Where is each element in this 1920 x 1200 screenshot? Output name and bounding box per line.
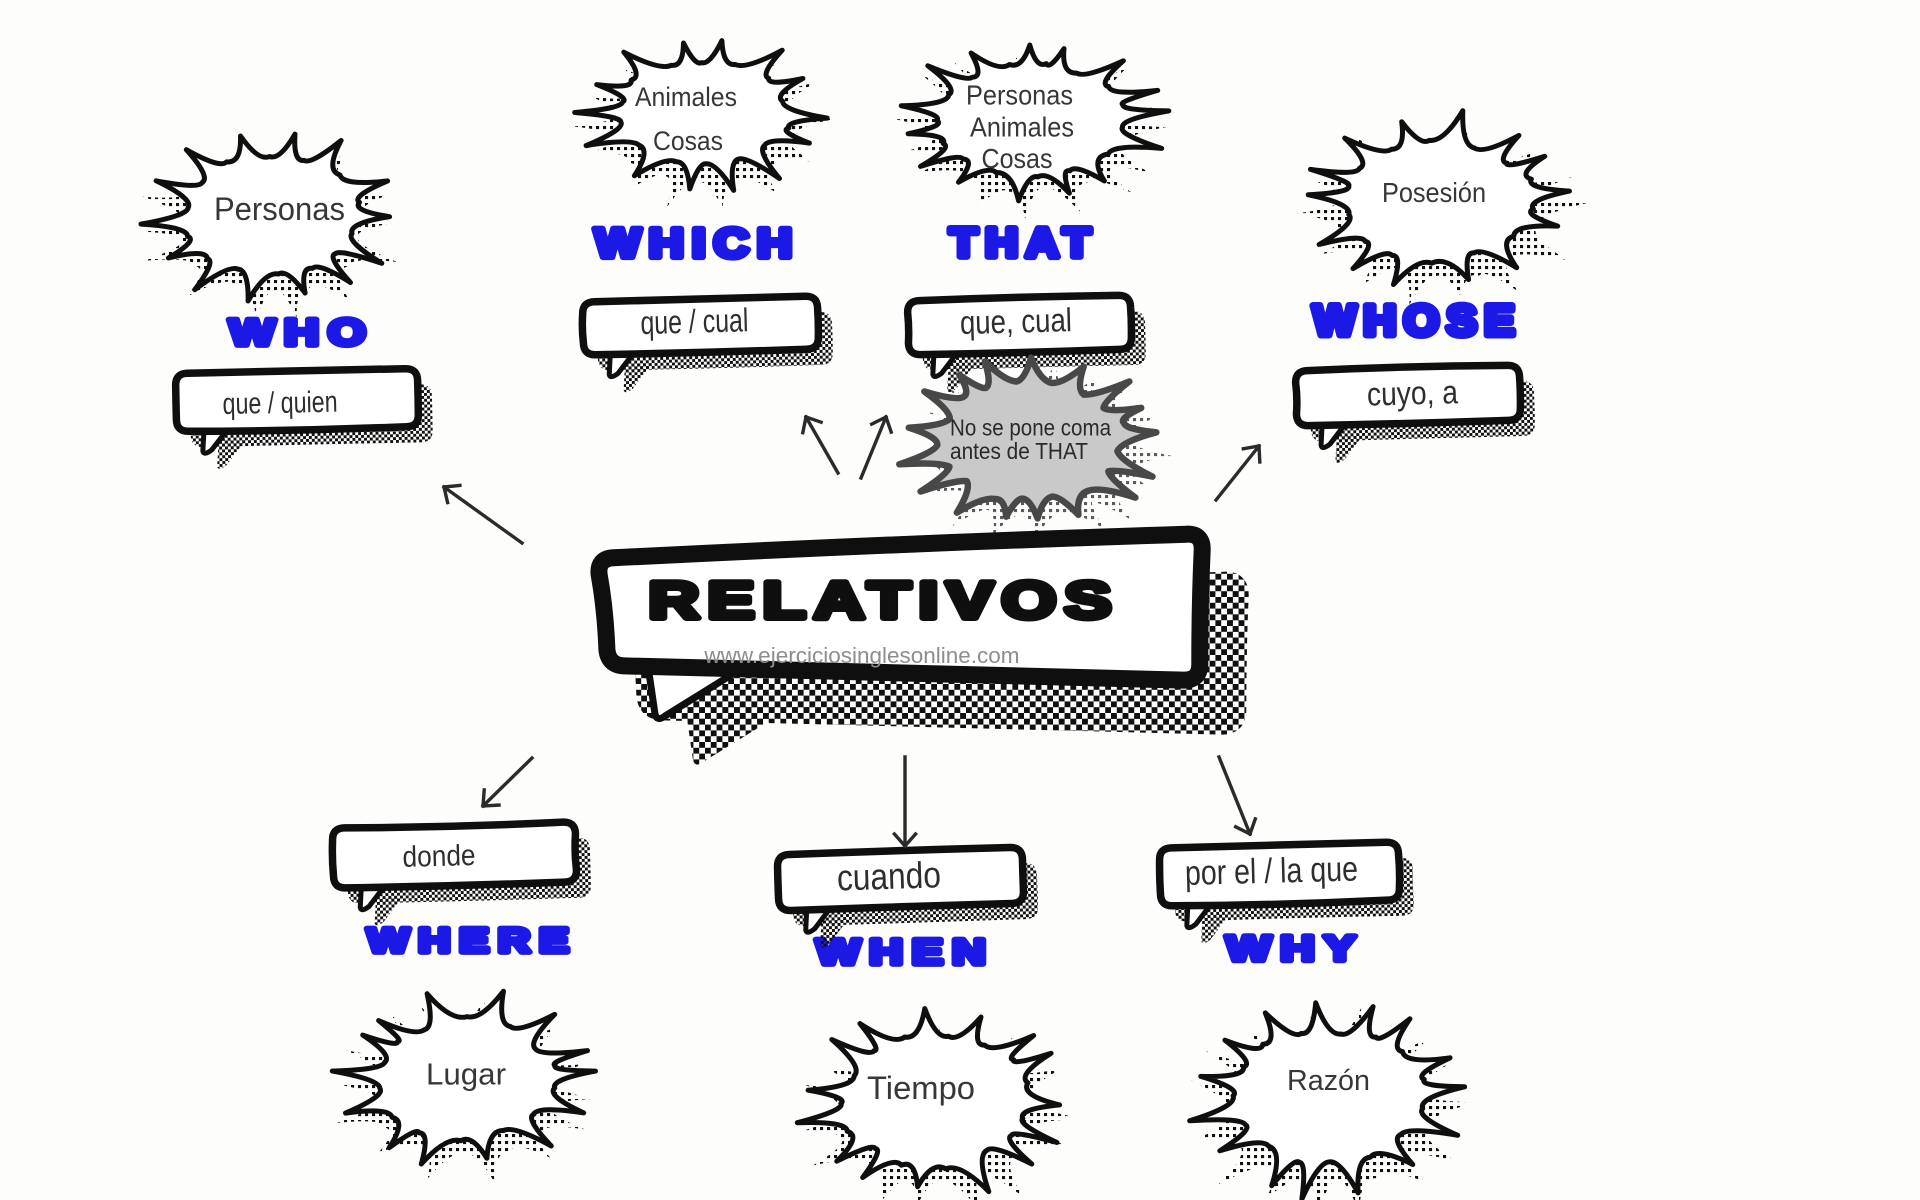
svg-text:cuando: cuando: [836, 854, 941, 898]
svg-text:WHOSE: WHOSE: [1313, 297, 1522, 344]
svg-text:WHY: WHY: [1226, 928, 1365, 968]
svg-text:Posesión: Posesión: [1382, 177, 1486, 208]
svg-text:WHICH: WHICH: [595, 220, 801, 267]
svg-text:RELATIVOS: RELATIVOS: [649, 572, 1120, 630]
svg-text:Lugar: Lugar: [426, 1057, 506, 1092]
svg-text:WHEN: WHEN: [816, 932, 995, 972]
svg-text:cuyo, a: cuyo, a: [1366, 373, 1458, 412]
svg-text:Cosas: Cosas: [982, 143, 1053, 174]
svg-text:THAT: THAT: [950, 220, 1099, 266]
svg-text:Razón: Razón: [1287, 1065, 1370, 1097]
svg-text:donde: donde: [402, 839, 476, 874]
svg-text:www.ejerciciosinglesonline.com: www.ejerciciosinglesonline.com: [703, 643, 1019, 668]
svg-text:que / cual: que / cual: [640, 301, 749, 341]
svg-text:Personas: Personas: [966, 80, 1073, 111]
svg-text:Cosas: Cosas: [653, 126, 723, 156]
svg-text:WHERE: WHERE: [367, 922, 577, 960]
svg-text:antes de THAT: antes de THAT: [950, 438, 1088, 464]
svg-text:por el / la que: por el / la que: [1184, 849, 1358, 893]
svg-text:Tiempo: Tiempo: [867, 1070, 975, 1106]
svg-text:WHO: WHO: [229, 312, 375, 353]
svg-text:que, cual: que, cual: [959, 301, 1072, 341]
svg-text:Animales: Animales: [635, 82, 737, 112]
svg-text:Animales: Animales: [970, 112, 1074, 143]
svg-text:Personas: Personas: [214, 191, 345, 227]
svg-text:No se pone coma: No se pone coma: [950, 415, 1112, 441]
svg-text:que / quien: que / quien: [222, 386, 338, 421]
